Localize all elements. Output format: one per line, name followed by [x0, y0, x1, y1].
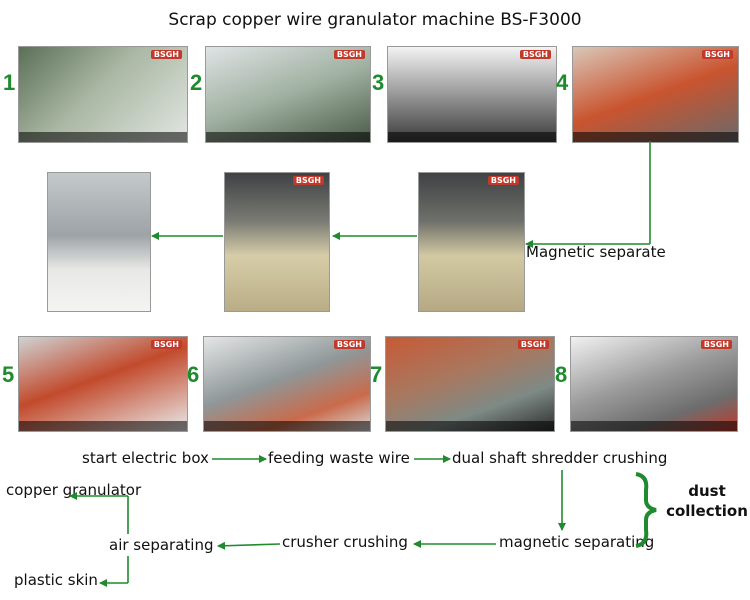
logo: BSGH — [517, 340, 549, 349]
step-number-8: 8 — [555, 362, 568, 387]
photo-step-3: BSGH — [387, 46, 557, 143]
step-number-7: 7 — [370, 362, 383, 387]
logo: BSGH — [700, 340, 732, 349]
photo-caption-bar — [204, 421, 370, 431]
logo: BSGH — [701, 50, 733, 59]
logo: BSGH — [487, 176, 519, 185]
arrow-flow-5 — [217, 541, 281, 550]
photo-caption-bar — [573, 132, 738, 142]
photo-step-7: BSGH — [385, 336, 555, 432]
flow-dust-collection: dust collection — [666, 482, 748, 520]
photo-step-6: BSGH — [203, 336, 371, 432]
photo-caption-bar — [19, 132, 187, 142]
step-number-4: 4 — [556, 70, 569, 95]
logo: BSGH — [519, 50, 551, 59]
photo-caption-bar — [19, 421, 187, 431]
photo-caption-bar — [206, 132, 370, 142]
flow-copper-granulator: copper granulator — [6, 481, 142, 499]
step-number-3: 3 — [372, 70, 385, 95]
photo-caption-bar — [386, 421, 554, 431]
flow-plastic-skin: plastic skin — [14, 571, 98, 589]
flow-start-electric-box: start electric box — [82, 449, 209, 467]
photo-step-2: BSGH — [205, 46, 371, 143]
photo-magnetic-unit-1: BSGH — [418, 172, 525, 312]
photo-step-1: BSGH — [18, 46, 188, 143]
flow-dual-shaft-shredder: dual shaft shredder crushing — [452, 449, 668, 467]
photo-caption-bar — [571, 421, 737, 431]
photo-step-5: BSGH — [18, 336, 188, 432]
flow-crusher-crushing: crusher crushing — [282, 533, 408, 551]
logo: BSGH — [333, 340, 365, 349]
logo: BSGH — [150, 340, 182, 349]
dust-brace — [635, 472, 657, 548]
photo-step-4: BSGH — [572, 46, 739, 143]
logo: BSGH — [333, 50, 365, 59]
photo-collection-bag — [47, 172, 151, 312]
photo-caption-bar — [388, 132, 556, 142]
flow-feeding-waste-wire: feeding waste wire — [268, 449, 410, 467]
step-number-1: 1 — [3, 70, 16, 95]
photo-step-8: BSGH — [570, 336, 738, 432]
magnetic-separate-label: Magnetic separate — [526, 243, 666, 261]
page-title: Scrap copper wire granulator machine BS-… — [168, 10, 582, 30]
step-number-2: 2 — [190, 70, 203, 95]
step-number-6: 6 — [187, 362, 200, 387]
flow-air-separating: air separating — [109, 536, 214, 554]
logo: BSGH — [150, 50, 182, 59]
flow-magnetic-separating: magnetic separating — [499, 533, 655, 551]
logo: BSGH — [292, 176, 324, 185]
step-number-5: 5 — [2, 362, 15, 387]
photo-magnetic-unit-2: BSGH — [224, 172, 330, 312]
